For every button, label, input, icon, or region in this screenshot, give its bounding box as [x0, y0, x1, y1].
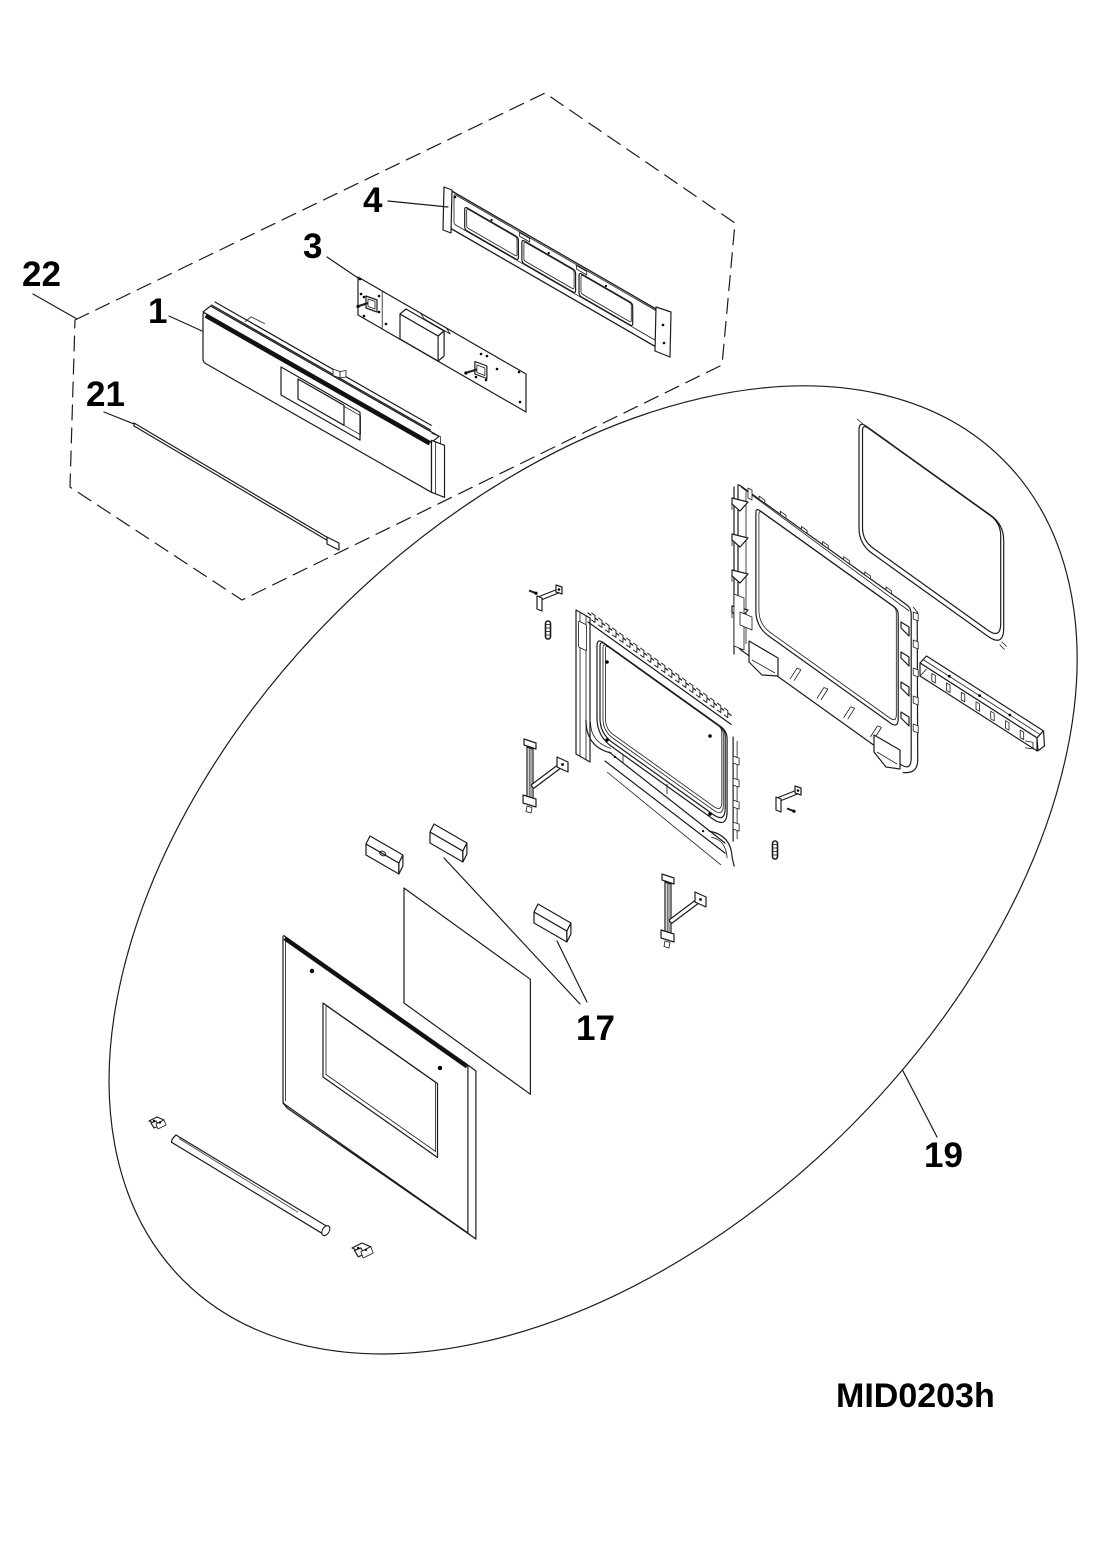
door-outer-glass: [282, 935, 477, 1240]
spacer-block-a: [365, 835, 404, 875]
label-part-19: 19: [924, 1136, 963, 1175]
spacer-block-c: [533, 903, 572, 943]
panel-group-boundary: [69, 92, 736, 601]
spacer-block-b: [429, 823, 468, 863]
label-part-17: 17: [576, 1009, 615, 1048]
diagram-code: MID0203h: [836, 1377, 995, 1415]
latch-kit-right: [771, 785, 802, 860]
door-bottom-rail: [919, 655, 1046, 752]
door-hinge-left: [522, 738, 569, 814]
label-part-3: 3: [303, 227, 322, 266]
label-part-1: 1: [148, 292, 167, 331]
door-inner-panel: [575, 609, 740, 867]
part-21-trim-strip: [133, 422, 340, 551]
door-hinge-right: [660, 873, 707, 949]
door-seal-glass: [856, 418, 1007, 650]
label-part-21: 21: [86, 375, 125, 414]
door-inner-frame: [731, 484, 919, 774]
handle-clip-right: [351, 1242, 374, 1259]
label-part-4: 4: [363, 181, 383, 220]
door-inner-glass: [403, 887, 531, 1095]
label-part-22: 22: [22, 255, 61, 294]
door-handle-tube: [170, 1134, 331, 1237]
leader-lines: [32, 200, 938, 1138]
part-1-control-panel: [202, 301, 446, 498]
part-4-vent-grille: [442, 186, 672, 358]
door-group-boundary: [108, 385, 1078, 1355]
handle-clip-left: [148, 1116, 167, 1130]
latch-kit-top: [528, 584, 563, 640]
part-3-control-board: [356, 276, 527, 413]
